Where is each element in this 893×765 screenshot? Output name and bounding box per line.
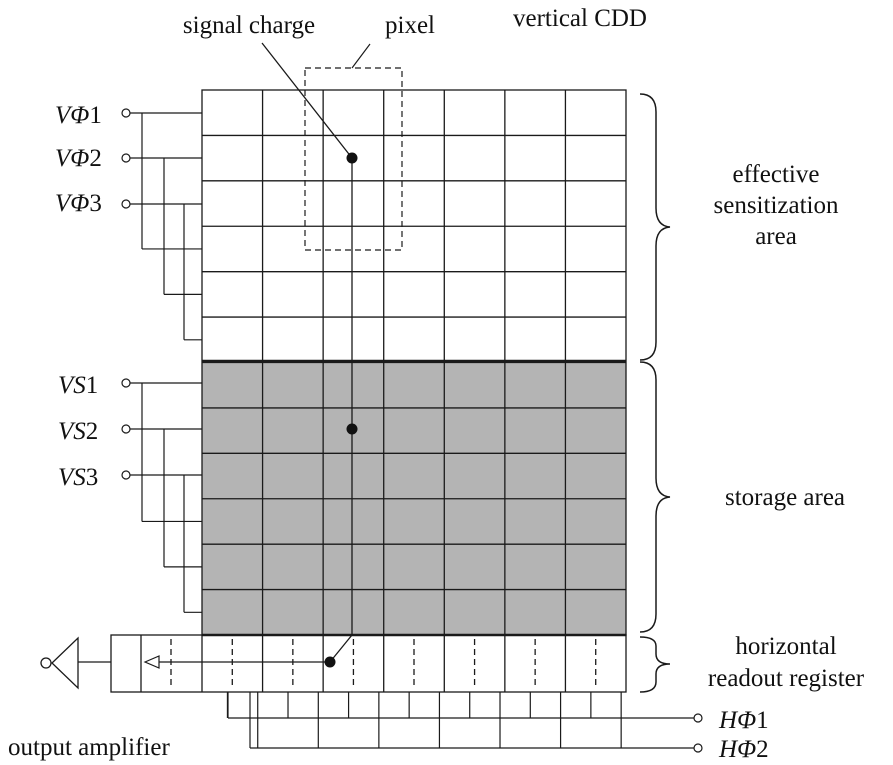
storage-charge-dot xyxy=(346,423,358,435)
output-amplifier-symbol xyxy=(40,636,111,690)
transfer-arrow-head xyxy=(143,655,160,669)
pixel-grid xyxy=(201,89,627,636)
register-cell-dividers xyxy=(170,635,597,692)
clock-label-vphi2: VΦ2 xyxy=(55,145,102,172)
vertical-ccd-label: vertical CDD xyxy=(513,5,647,32)
effective-area-label-2: sensitization xyxy=(714,192,839,219)
vphi-terminal-3 xyxy=(121,199,131,209)
signal-charge-dot xyxy=(346,152,358,164)
signal-charge-label: signal charge xyxy=(183,12,315,39)
clock-label-hphi2: HΦ2 xyxy=(718,736,769,763)
brace-effective-area xyxy=(639,93,671,361)
clock-label-vphi1: VΦ1 xyxy=(55,102,102,129)
signal-charge-path xyxy=(159,42,353,663)
output-amplifier-label: output amplifier xyxy=(8,734,170,761)
pixel-label: pixel xyxy=(385,12,435,39)
clock-label-vphi3: VΦ3 xyxy=(55,190,102,217)
horizontal-register-label-2: readout register xyxy=(708,665,865,692)
register-charge-dot xyxy=(324,656,336,668)
vphi-terminal-1 xyxy=(121,108,131,118)
horizontal-register-label-1: horizontal xyxy=(735,633,836,660)
clock-label-vs1: VS1 xyxy=(58,372,98,399)
clock-label-vs2: VS2 xyxy=(58,418,98,445)
clock-wiring xyxy=(130,112,694,749)
vphi-terminal-2 xyxy=(121,153,131,163)
effective-area-label-3: area xyxy=(755,223,797,250)
vs-terminal-2 xyxy=(121,424,131,434)
clock-label-hphi1: HΦ1 xyxy=(718,707,769,734)
vs-terminal-3 xyxy=(121,470,131,480)
storage-area-label: storage area xyxy=(725,484,845,511)
storage-area-fill xyxy=(202,361,626,635)
clock-label-vs3: VS3 xyxy=(58,464,98,491)
hphi-terminal-1 xyxy=(693,713,703,723)
brace-register xyxy=(639,636,671,693)
brace-storage-area xyxy=(639,361,671,633)
braces xyxy=(639,93,671,693)
clock-terminals xyxy=(121,108,703,753)
vs-terminal-1 xyxy=(121,378,131,388)
horizontal-readout-register xyxy=(110,634,627,693)
hphi-terminal-2 xyxy=(693,743,703,753)
effective-area-label-1: effective xyxy=(733,161,820,188)
pixel-label-leader xyxy=(351,43,371,69)
